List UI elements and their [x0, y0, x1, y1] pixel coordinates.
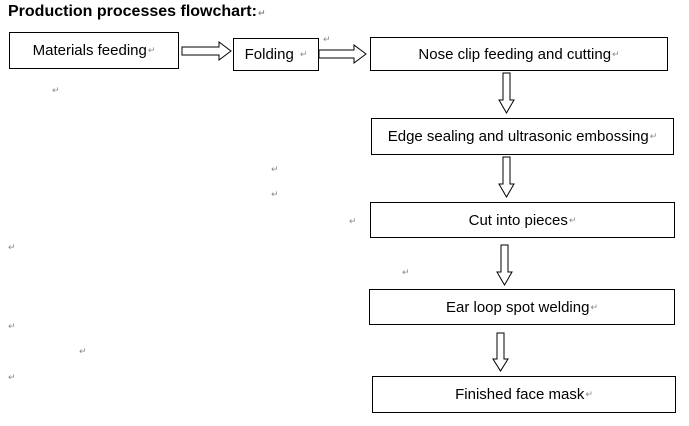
- paragraph-mark: ↵: [52, 85, 60, 95]
- arrow-down-icon: [496, 244, 513, 287]
- arrow-down-icon: [498, 156, 515, 199]
- step-label: Cut into pieces: [468, 211, 568, 229]
- arrow-down-icon: [498, 72, 515, 115]
- page-title: Production processes flowchart:↵: [8, 3, 266, 20]
- paragraph-mark: ↵: [271, 189, 279, 199]
- step-label: Folding: [244, 46, 294, 63]
- step-cut-into-pieces: Cut into pieces↵: [370, 202, 675, 238]
- paragraph-mark: ↵: [8, 372, 16, 382]
- step-materials-feeding: Materials feeding↵: [9, 32, 179, 69]
- paragraph-mark: ↵: [323, 34, 331, 44]
- step-label: Materials feeding: [32, 42, 147, 59]
- paragraph-mark: ↵: [8, 321, 16, 331]
- step-folding: Folding↵: [233, 38, 319, 71]
- step-label: Edge sealing and ultrasonic embossing: [387, 128, 649, 145]
- paragraph-mark: ↵: [271, 164, 279, 174]
- arrow-down-icon: [492, 332, 509, 372]
- step-nose-clip-feeding-and-cutting: Nose clip feeding and cutting↵: [370, 37, 668, 71]
- step-finished-face-mask: Finished face mask↵: [372, 376, 676, 413]
- arrow-right-icon: [318, 44, 367, 64]
- step-label: Finished face mask: [455, 386, 585, 403]
- step-ear-loop-spot-welding: Ear loop spot welding↵: [369, 289, 675, 325]
- paragraph-mark: ↵: [349, 216, 357, 226]
- step-label: Nose clip feeding and cutting: [418, 45, 612, 63]
- arrow-right-icon: [181, 41, 232, 61]
- step-edge-sealing-and-ultrasonic-embossing: Edge sealing and ultrasonic embossing↵: [371, 118, 674, 155]
- paragraph-mark: ↵: [79, 346, 87, 356]
- paragraph-mark: ↵: [402, 267, 410, 277]
- paragraph-mark: ↵: [8, 242, 16, 252]
- step-label: Ear loop spot welding: [446, 298, 590, 316]
